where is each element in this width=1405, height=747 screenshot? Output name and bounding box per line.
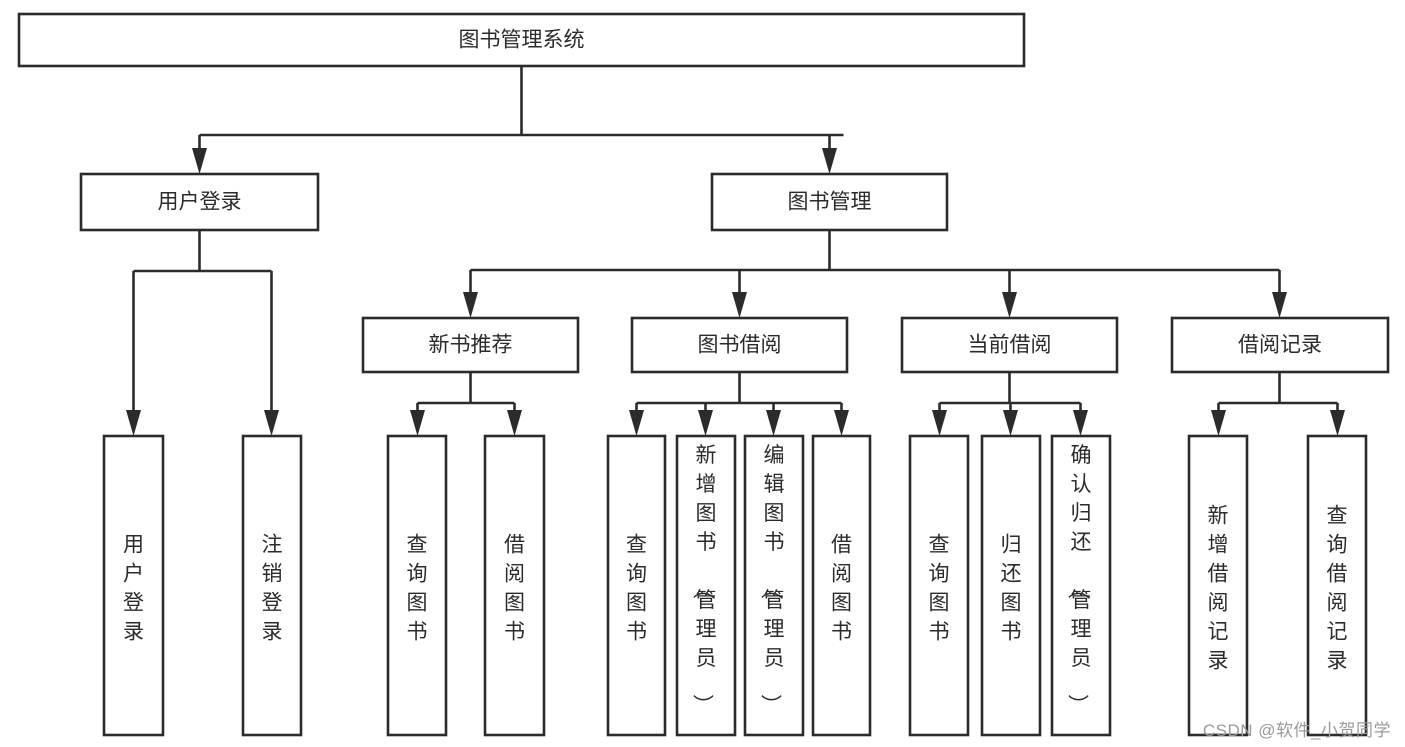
node-rect (900, 316, 1119, 374)
node-level3[interactable]: 图书借阅 (630, 316, 849, 374)
arrow-head-icon (766, 410, 781, 436)
node-level3[interactable]: 借阅记录 (1170, 316, 1390, 374)
arrow-head-icon (410, 410, 425, 436)
arrow-head-icon (822, 148, 837, 174)
node-rect (630, 316, 849, 374)
node-leaf[interactable]: 借阅图书 (811, 434, 872, 737)
node-leaf[interactable]: 归还图书 (980, 434, 1042, 737)
node-label: 借阅图书 (504, 534, 525, 644)
arrow-head-icon (1003, 410, 1018, 436)
arrow-head-icon (1211, 410, 1226, 436)
arrow-head-icon (507, 410, 522, 436)
arrowhead-layer (126, 148, 1345, 436)
node-rect (241, 434, 303, 737)
node-rect (811, 434, 872, 737)
node-rect (743, 434, 805, 737)
node-label: 确认归还（管理员） (1066, 444, 1092, 715)
node-leaf[interactable]: 新增借阅记录 (1187, 434, 1249, 737)
node-leaf[interactable]: 确认归还（管理员） (1050, 434, 1112, 737)
node-rect (1187, 434, 1249, 737)
node-label: 新增借阅记录 (1208, 505, 1229, 673)
node-leaf[interactable]: 借阅图书 (483, 434, 546, 737)
node-label: 新增图书（管理员） (691, 444, 717, 715)
node-label: 图书管理系统 (459, 29, 585, 52)
node-leaf[interactable]: 注销登录 (241, 434, 303, 737)
node-rect (980, 434, 1042, 737)
node-rect (17, 12, 1026, 68)
arrow-head-icon (732, 292, 747, 318)
arrow-head-icon (463, 292, 478, 318)
node-label: 查询图书 (407, 534, 428, 644)
node-level3[interactable]: 当前借阅 (900, 316, 1119, 374)
arrow-head-icon (629, 410, 644, 436)
arrow-head-icon (126, 410, 141, 436)
node-rect (79, 172, 320, 232)
node-level2[interactable]: 用户登录 (79, 172, 320, 232)
node-label: 用户登录 (158, 191, 242, 214)
arrow-head-icon (834, 410, 849, 436)
node-rect (710, 172, 949, 232)
node-leaf[interactable]: 查询图书 (386, 434, 448, 737)
arrow-head-icon (264, 410, 279, 436)
node-rect (483, 434, 546, 737)
node-level3[interactable]: 新书推荐 (361, 316, 580, 374)
node-level2[interactable]: 图书管理 (710, 172, 949, 232)
node-rect (675, 434, 737, 737)
node-label: 查询图书 (626, 534, 647, 644)
node-leaf[interactable]: 新增图书（管理员） (675, 434, 737, 737)
arrow-head-icon (192, 148, 207, 174)
node-rect (1306, 434, 1368, 737)
arrow-head-icon (1073, 410, 1088, 436)
node-label: 查询借阅记录 (1327, 505, 1348, 673)
node-label: 图书借阅 (698, 334, 782, 357)
node-label: 图书管理 (788, 191, 872, 214)
node-label: 归还图书 (1001, 534, 1022, 644)
node-root[interactable]: 图书管理系统 (17, 12, 1026, 68)
arrow-head-icon (1002, 292, 1017, 318)
node-label: 借阅图书 (831, 534, 852, 644)
node-rect (606, 434, 667, 737)
node-leaf[interactable]: 编辑图书（管理员） (743, 434, 805, 737)
node-rect (1050, 434, 1112, 737)
node-label: 新书推荐 (429, 334, 513, 357)
node-rect (102, 434, 165, 737)
node-label: 当前借阅 (968, 334, 1052, 357)
node-label: 注销登录 (262, 534, 283, 644)
node-label: 编辑图书（管理员） (759, 444, 785, 715)
node-leaf[interactable]: 用户登录 (102, 434, 165, 737)
node-label: 借阅记录 (1238, 334, 1322, 357)
node-layer: 图书管理系统用户登录图书管理新书推荐图书借阅当前借阅借阅记录用户登录注销登录查询… (17, 12, 1390, 737)
node-label: 查询图书 (929, 534, 950, 644)
node-rect (908, 434, 970, 737)
node-rect (1170, 316, 1390, 374)
arrow-head-icon (698, 410, 713, 436)
arrow-head-icon (1330, 410, 1345, 436)
node-leaf[interactable]: 查询图书 (606, 434, 667, 737)
arrow-head-icon (932, 410, 947, 436)
node-leaf[interactable]: 查询图书 (908, 434, 970, 737)
arrow-head-icon (1272, 292, 1287, 318)
node-rect (386, 434, 448, 737)
node-leaf[interactable]: 查询借阅记录 (1306, 434, 1368, 737)
node-label: 用户登录 (123, 534, 144, 644)
node-rect (361, 316, 580, 374)
